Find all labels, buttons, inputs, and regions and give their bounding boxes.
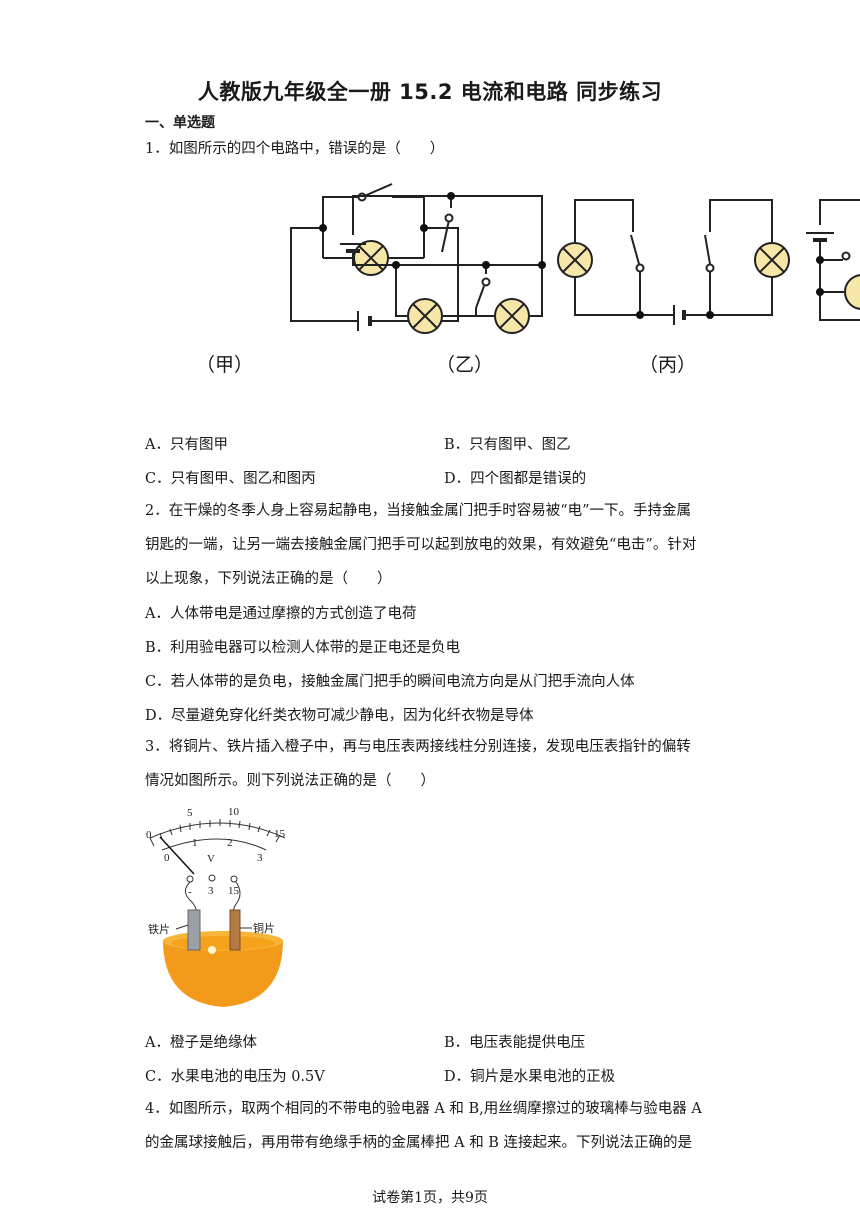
page-title: 人教版九年级全一册 15.2 电流和电路 同步练习 — [197, 80, 663, 104]
scale-bottom-1: 1 — [192, 837, 198, 849]
label-copper: 铜片 — [253, 921, 275, 935]
scale-bottom-2: 2 — [227, 837, 233, 849]
terminal-negative: - — [188, 886, 192, 898]
q2-option-d[interactable]: D．尽量避免穿化纤类衣物可减少静电，因为化纤衣物是导体 — [145, 708, 534, 724]
q1-circuit-figures — [290, 183, 860, 334]
terminal-15: 15 — [228, 885, 240, 897]
page-footer: 试卷第1页，共9页 — [372, 1190, 488, 1206]
q1-option-d[interactable]: D．四个图都是错误的 — [444, 471, 587, 487]
figure-label-jia: （甲） — [196, 354, 254, 376]
q3-option-c[interactable]: C．水果电池的电压为 0.5V — [145, 1069, 325, 1085]
q1-option-a[interactable]: A．只有图甲 — [145, 437, 228, 453]
circuit-ding — [806, 199, 860, 321]
section-heading: 一、单选题 — [145, 115, 215, 131]
scale-top-0: 0 — [146, 829, 152, 841]
scale-top-10: 10 — [228, 806, 240, 818]
scale-top-5: 5 — [187, 807, 193, 819]
q2-stem-line1: 2．在干燥的冬季人身上容易起静电，当接触金属门把手时容易被“电”一下。手持金属 — [145, 503, 692, 519]
q3-stem-line1: 3．将铜片、铁片插入橙子中，再与电压表两接线柱分别连接，发现电压表指针的偏转 — [145, 739, 691, 755]
q1-stem: 1．如图所示的四个电路中，错误的是（ ） — [145, 141, 445, 157]
q2-option-c[interactable]: C．若人体带的是负电，接触金属门把手的瞬间电流方向是从门把手流向人体 — [145, 674, 635, 690]
voltmeter-unit: V — [207, 853, 215, 865]
q3-option-a[interactable]: A．橙子是绝缘体 — [145, 1035, 257, 1051]
terminal-3: 3 — [208, 885, 214, 897]
figure-label-bing: （丙） — [639, 354, 697, 376]
q1-option-c[interactable]: C．只有图甲、图乙和图丙 — [145, 471, 316, 487]
q4-stem-line1: 4．如图所示，取两个相同的不带电的验电器 A 和 B,用丝绸摩擦过的玻璃棒与验电… — [145, 1101, 702, 1117]
q2-stem-line3: 以上现象，下列说法正确的是（ ） — [145, 571, 392, 587]
q2-option-b[interactable]: B．利用验电器可以检测人体带的是正电还是负电 — [145, 640, 461, 656]
q4-stem-line2: 的金属球接触后，再用带有绝缘手柄的金属棒把 A 和 B 连接起来。下列说法正确的… — [145, 1135, 693, 1151]
circuit-bing — [557, 199, 790, 325]
q3-option-d[interactable]: D．铜片是水果电池的正极 — [444, 1069, 616, 1085]
scale-top-15: 15 — [274, 828, 286, 840]
q3-option-b[interactable]: B．电压表能提供电压 — [444, 1035, 586, 1051]
q3-voltmeter-figure: 0 5 10 15 0 1 2 3 V - 3 15 铁片 铜片 — [146, 806, 286, 1007]
scale-bottom-0: 0 — [164, 852, 170, 864]
q1-option-b[interactable]: B．只有图甲、图乙 — [444, 437, 571, 453]
q2-stem-line2: 钥匙的一端，让另一端去接触金属门把手可以起到放电的效果，有效避免“电击”。针对 — [145, 537, 697, 553]
q3-stem-line2: 情况如图所示。则下列说法正确的是（ ） — [145, 773, 435, 789]
circuit-yi — [340, 195, 543, 334]
q2-option-a[interactable]: A．人体带电是通过摩擦的方式创造了电荷 — [145, 606, 417, 622]
figure-label-yi: （乙） — [436, 354, 494, 376]
scale-bottom-3: 3 — [257, 852, 263, 864]
label-iron: 铁片 — [148, 923, 170, 936]
